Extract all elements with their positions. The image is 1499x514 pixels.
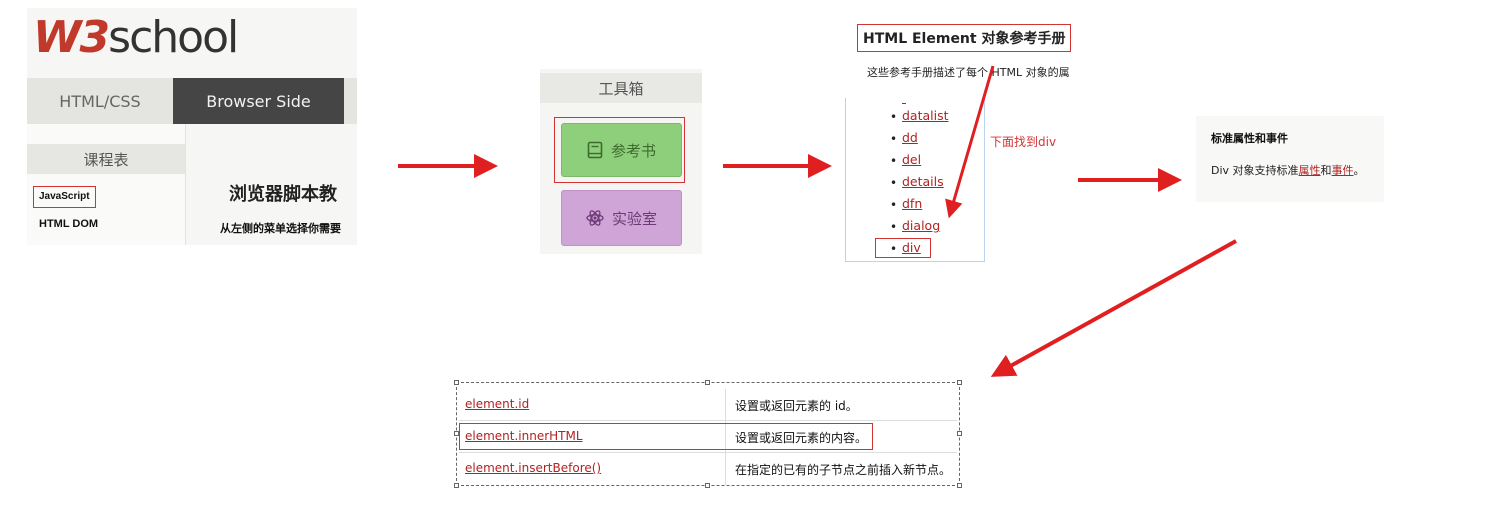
list-bullet: •	[890, 154, 898, 168]
div-highlight-box	[875, 238, 931, 258]
page-subtitle: 从左侧的菜单选择你需要	[220, 222, 341, 235]
resize-handle[interactable]	[454, 380, 459, 385]
list-item-del[interactable]: del	[902, 152, 922, 167]
logo-w3: W3	[33, 12, 110, 63]
properties-link[interactable]: 属性	[1298, 164, 1321, 177]
list-bullet: •	[890, 110, 898, 124]
course-list-header: 课程表	[27, 144, 185, 174]
innerhtml-highlight-box	[459, 423, 873, 450]
column-divider	[725, 421, 726, 453]
toolbox-panel: 工具箱 参考书 实验室	[540, 69, 702, 254]
property-description: 设置或返回元素的内容。	[735, 431, 868, 445]
reference-highlight-box	[554, 117, 685, 183]
sidebar-divider	[185, 124, 186, 245]
list-bullet: •	[890, 220, 898, 234]
nav-tab-browser-side[interactable]: Browser Side	[173, 78, 344, 124]
resize-handle[interactable]	[957, 431, 962, 436]
atom-icon	[586, 210, 604, 226]
lab-button-label: 实验室	[611, 209, 657, 228]
lab-button[interactable]: 实验室	[561, 190, 682, 246]
resize-handle[interactable]	[705, 380, 710, 385]
list-bullet: •	[890, 132, 898, 146]
property-name-link[interactable]: element.insertBefore()	[465, 461, 602, 475]
w3school-logo[interactable]: W3school	[33, 12, 239, 64]
table-row: element.innerHTML 设置或返回元素的内容。	[459, 421, 957, 453]
reference-button-label: 参考书	[610, 141, 656, 160]
attributes-text: Div 对象支持标准属性和事件。	[1211, 162, 1365, 178]
sidebar-item-html-dom[interactable]: HTML DOM	[39, 218, 99, 230]
events-link[interactable]: 事件	[1331, 164, 1354, 177]
list-item-dd[interactable]: dd	[902, 130, 918, 145]
list-item-dfn[interactable]: dfn	[902, 196, 923, 211]
column-divider	[725, 453, 726, 485]
property-description: 在指定的已有的子节点之前插入新节点。	[735, 463, 952, 477]
nav-tab-html-css[interactable]: HTML/CSS	[27, 78, 173, 124]
list-item-div[interactable]: div	[902, 240, 921, 255]
page-title: 浏览器脚本教	[229, 184, 337, 205]
attributes-heading: 标准属性和事件	[1211, 132, 1288, 145]
reference-description: 这些参考手册描述了每个 HTML 对象的属	[867, 66, 1070, 79]
list-bullet: •	[890, 176, 898, 190]
list-item-cut	[902, 98, 906, 105]
toolbox-header: 工具箱	[540, 73, 702, 103]
attributes-text-prefix: Div 对象支持标准	[1211, 164, 1299, 177]
resize-handle[interactable]	[705, 483, 710, 488]
reference-title: HTML Element 对象参考手册	[857, 24, 1072, 52]
standard-attributes-panel: 标准属性和事件 Div 对象支持标准属性和事件。	[1196, 116, 1384, 202]
resize-handle[interactable]	[454, 483, 459, 488]
reference-button[interactable]: 参考书	[561, 123, 682, 177]
nav-tab-next[interactable]	[344, 78, 357, 124]
list-bullet: •	[890, 242, 898, 256]
list-bullet: •	[890, 198, 898, 212]
list-item-dialog[interactable]: dialog	[902, 218, 941, 233]
sidebar-item-javascript[interactable]: JavaScript	[33, 186, 96, 208]
property-name-link[interactable]: element.id	[465, 397, 530, 411]
property-description: 设置或返回元素的 id。	[735, 399, 858, 413]
resize-handle[interactable]	[957, 483, 962, 488]
column-divider	[725, 389, 726, 421]
attributes-text-and: 和	[1320, 164, 1332, 177]
property-table: element.id 设置或返回元素的 id。 element.innerHTM…	[454, 380, 962, 488]
w3school-panel: W3school HTML/CSS Browser Side 课程表 JavaS…	[27, 8, 357, 245]
book-icon	[587, 141, 603, 159]
list-item-details[interactable]: details	[902, 174, 944, 189]
table-row: element.insertBefore() 在指定的已有的子节点之前插入新节点…	[459, 453, 957, 485]
property-name-link[interactable]: element.innerHTML	[465, 429, 583, 443]
find-div-annotation: 下面找到div	[990, 135, 1057, 149]
logo-school: school	[108, 12, 239, 63]
element-reference-panel: HTML Element 对象参考手册 这些参考手册描述了每个 HTML 对象的…	[845, 20, 1093, 262]
list-item-datalist[interactable]: datalist	[902, 108, 949, 123]
attributes-text-suffix: 。	[1353, 164, 1365, 177]
table-row: element.id 设置或返回元素的 id。	[459, 389, 957, 421]
resize-handle[interactable]	[957, 380, 962, 385]
resize-handle[interactable]	[454, 431, 459, 436]
